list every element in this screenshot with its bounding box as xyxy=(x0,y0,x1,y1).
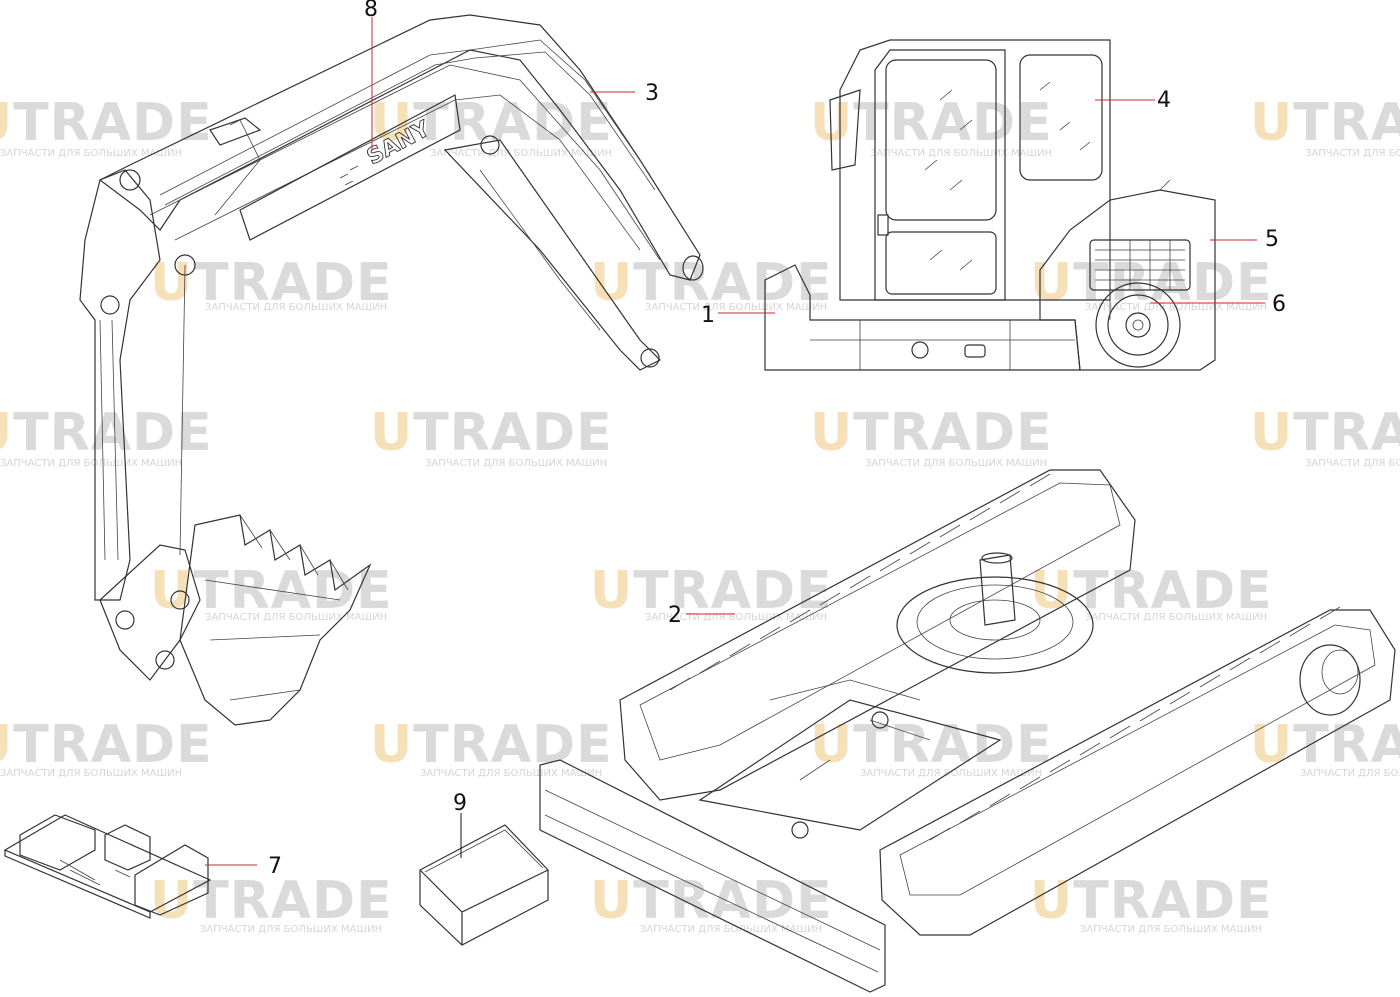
svg-text:UTRADE: UTRADE xyxy=(370,403,613,463)
svg-text:UTRADE: UTRADE xyxy=(1030,871,1273,931)
svg-text:UTRADE: UTRADE xyxy=(590,561,833,621)
svg-text:ЗАПЧАСТИ ДЛЯ БОЛЬШИХ МАШИН: ЗАПЧАСТИ ДЛЯ БОЛЬШИХ МАШИН xyxy=(205,612,387,623)
engine xyxy=(1089,239,1191,368)
tool-box xyxy=(419,813,549,946)
svg-text:UTRADE: UTRADE xyxy=(1250,403,1400,463)
svg-text:UTRADE: UTRADE xyxy=(1030,561,1273,621)
svg-text:UTRADE: UTRADE xyxy=(370,93,613,153)
svg-text:UTRADE: UTRADE xyxy=(1250,715,1400,775)
svg-text:ЗАПЧАСТИ ДЛЯ БОЛЬШИХ МАШИН: ЗАПЧАСТИ ДЛЯ БОЛЬШИХ МАШИН xyxy=(0,148,182,159)
svg-text:ЗАПЧАСТИ ДЛЯ БОЛЬШИХ МАШИН: ЗАПЧАСТИ ДЛЯ БОЛЬШИХ МАШИН xyxy=(0,768,182,779)
callout-5: 5 xyxy=(1265,227,1279,252)
svg-text:UTRADE: UTRADE xyxy=(370,715,613,775)
callout-9: 9 xyxy=(453,791,467,816)
callout-2: 2 xyxy=(668,603,682,628)
svg-text:UTRADE: UTRADE xyxy=(150,253,393,313)
callout-3: 3 xyxy=(645,81,659,106)
svg-text:ЗАПЧАСТИ ДЛЯ БОЛЬШИХ МАШИН: ЗАПЧАСТИ ДЛЯ БОЛЬШИХ МАШИН xyxy=(205,302,387,313)
svg-text:ЗАПЧАСТИ ДЛЯ БОЛЬШИХ МАШИН: ЗАПЧАСТИ ДЛЯ БОЛЬШИХ МАШИН xyxy=(1085,612,1267,623)
svg-text:ЗАПЧАСТИ ДЛЯ БОЛЬШИХ МАШИН: ЗАПЧАСТИ ДЛЯ БОЛЬШИХ МАШИН xyxy=(1305,458,1400,469)
electronic-module xyxy=(3,814,257,919)
svg-text:ЗАПЧАСТИ ДЛЯ БОЛЬШИХ МАШИН: ЗАПЧАСТИ ДЛЯ БОЛЬШИХ МАШИН xyxy=(425,458,607,469)
callout-1: 1 xyxy=(701,303,715,328)
svg-text:UTRADE: UTRADE xyxy=(810,403,1053,463)
svg-text:ЗАПЧАСТИ ДЛЯ БОЛЬШИХ МАШИН: ЗАПЧАСТИ ДЛЯ БОЛЬШИХ МАШИН xyxy=(420,768,602,779)
callout-7: 7 xyxy=(268,854,282,879)
svg-text:UTRADE: UTRADE xyxy=(150,871,393,931)
callout-8: 8 xyxy=(364,0,378,22)
svg-text:UTRADE: UTRADE xyxy=(0,715,213,775)
svg-text:UTRADE: UTRADE xyxy=(1250,93,1400,153)
svg-text:ЗАПЧАСТИ ДЛЯ БОЛЬШИХ МАШИН: ЗАПЧАСТИ ДЛЯ БОЛЬШИХ МАШИН xyxy=(645,302,827,313)
svg-text:UTRADE: UTRADE xyxy=(810,715,1053,775)
svg-text:ЗАПЧАСТИ ДЛЯ БОЛЬШИХ МАШИН: ЗАПЧАСТИ ДЛЯ БОЛЬШИХ МАШИН xyxy=(430,148,612,159)
svg-text:UTRADE: UTRADE xyxy=(590,253,833,313)
callout-6: 6 xyxy=(1272,292,1286,317)
svg-text:ЗАПЧАСТИ ДЛЯ БОЛЬШИХ МАШИН: ЗАПЧАСТИ ДЛЯ БОЛЬШИХ МАШИН xyxy=(870,148,1052,159)
svg-text:ЗАПЧАСТИ ДЛЯ БОЛЬШИХ МАШИН: ЗАПЧАСТИ ДЛЯ БОЛЬШИХ МАШИН xyxy=(645,612,827,623)
svg-text:ЗАПЧАСТИ ДЛЯ БОЛЬШИХ МАШИН: ЗАПЧАСТИ ДЛЯ БОЛЬШИХ МАШИН xyxy=(640,924,822,935)
callout-labels: 8 3 1 4 5 6 2 7 9 xyxy=(268,0,1286,879)
svg-text:ЗАПЧАСТИ ДЛЯ БОЛЬШИХ МАШИН: ЗАПЧАСТИ ДЛЯ БОЛЬШИХ МАШИН xyxy=(200,924,382,935)
svg-text:UTRADE: UTRADE xyxy=(0,93,213,153)
svg-text:ЗАПЧАСТИ ДЛЯ БОЛЬШИХ МАШИН: ЗАПЧАСТИ ДЛЯ БОЛЬШИХ МАШИН xyxy=(1305,148,1400,159)
svg-text:ЗАПЧАСТИ ДЛЯ БОЛЬШИХ МАШИН: ЗАПЧАСТИ ДЛЯ БОЛЬШИХ МАШИН xyxy=(860,768,1042,779)
callout-4: 4 xyxy=(1157,88,1171,113)
svg-text:ЗАПЧАСТИ ДЛЯ БОЛЬШИХ МАШИН: ЗАПЧАСТИ ДЛЯ БОЛЬШИХ МАШИН xyxy=(865,458,1047,469)
undercarriage-assembly xyxy=(539,469,1396,993)
svg-text:ЗАПЧАСТИ ДЛЯ БОЛЬШИХ МАШИН: ЗАПЧАСТИ ДЛЯ БОЛЬШИХ МАШИН xyxy=(0,458,182,469)
svg-text:UTRADE: UTRADE xyxy=(810,93,1053,153)
svg-text:ЗАПЧАСТИ ДЛЯ БОЛЬШИХ МАШИН: ЗАПЧАСТИ ДЛЯ БОЛЬШИХ МАШИН xyxy=(1080,924,1262,935)
svg-text:UTRADE: UTRADE xyxy=(0,403,213,463)
cab-engine-assembly xyxy=(718,39,1265,371)
svg-text:ЗАПЧАСТИ ДЛЯ БОЛЬШИХ МАШИН: ЗАПЧАСТИ ДЛЯ БОЛЬШИХ МАШИН xyxy=(1300,768,1400,779)
